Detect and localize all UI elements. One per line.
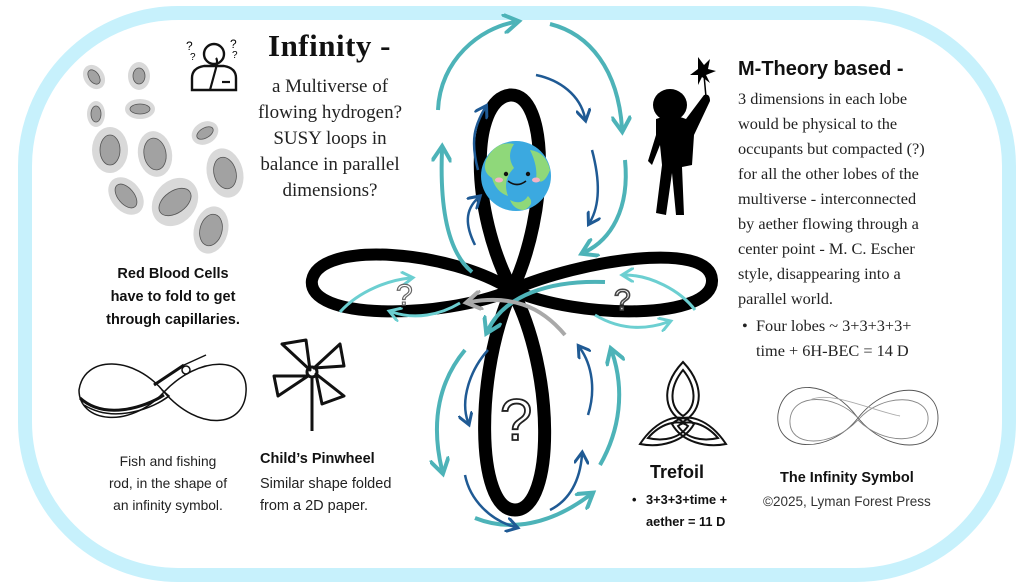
m-theory-bullet: • Four lobes ~ 3+3+3+3+ time + 6H-BEC = …	[742, 313, 986, 363]
fish-and-rod-infinity-icon	[78, 354, 247, 422]
caption-line: Red Blood Cells	[117, 266, 229, 282]
body-line: center point - M. C. Escher	[738, 239, 915, 258]
pinwheel-title: Child’s Pinwheel	[260, 451, 375, 467]
infinity-ribbon-icon	[777, 387, 939, 446]
copyright-text: 2025, Lyman Forest Press	[772, 494, 931, 509]
bullet-dot: •	[742, 316, 748, 335]
question-mark-icon: ?	[614, 284, 631, 317]
body-line: style, disappearing into a	[738, 264, 901, 283]
trefoil-bullet: • 3+3+3+time + aether = 11 D	[632, 489, 727, 533]
body-line: would be physical to the	[738, 114, 898, 133]
body-line: Similar shape folded	[260, 476, 392, 492]
question-mark-icon: ?	[396, 279, 413, 312]
body-line: by aether flowing through a	[738, 214, 919, 233]
question-mark-icon: ?	[500, 388, 532, 453]
bullet-line: 3+3+3+time +	[646, 492, 728, 507]
caption-line: rod, in the shape of	[108, 476, 228, 491]
subtitle-line: a Multiverse of	[271, 76, 389, 97]
body-line: for all the other lobes of the	[738, 164, 919, 183]
caption-line: Fish and fishing	[119, 454, 217, 469]
earth-smiley-icon	[481, 141, 551, 211]
body-line: from a 2D paper.	[260, 498, 368, 514]
child-with-pinwheel-silhouette	[648, 57, 716, 215]
svg-text:?: ?	[186, 39, 193, 53]
subtitle-line: SUSY loops in	[273, 128, 387, 149]
subtitle-line: balance in parallel	[260, 154, 400, 175]
copyright-icon: ©	[763, 494, 773, 509]
caption-line: through capillaries.	[106, 312, 240, 328]
trefoil-title: Trefoil	[650, 462, 705, 482]
four-lobe-infinity-diagram: ? ? ?	[305, 10, 718, 530]
svg-text:?: ?	[230, 37, 237, 51]
thinking-person-icon: ? ? ? ?	[186, 37, 238, 92]
subtitle-line: dimensions?	[282, 180, 378, 201]
subtitle-line: flowing hydrogen?	[257, 102, 403, 123]
trefoil-knot-icon	[638, 360, 728, 447]
svg-text:?: ?	[190, 52, 196, 63]
body-line: multiverse - interconnected	[738, 189, 917, 208]
m-theory-heading: M-Theory based -	[738, 58, 904, 80]
body-line: occupants but compacted (?)	[738, 139, 925, 158]
body-line: 3 dimensions in each lobe	[738, 89, 908, 108]
bullet-line: aether = 11 D	[646, 514, 726, 529]
body-line: parallel world.	[738, 289, 833, 308]
m-theory-body: 3 dimensions in each lobe would be physi…	[738, 86, 978, 311]
pinwheel-body: Similar shape folded from a 2D paper.	[260, 473, 430, 517]
infinity-symbol-title: The Infinity Symbol	[780, 470, 914, 486]
page-title: Infinity -	[268, 28, 391, 63]
red-blood-cells-icon	[82, 62, 244, 254]
caption-line: have to fold to get	[110, 289, 236, 305]
bullet-line: time + 6H-BEC = 14 D	[756, 341, 909, 360]
caption-line: an infinity symbol.	[113, 498, 223, 513]
bullet-line: Four lobes ~ 3+3+3+3+	[756, 316, 912, 335]
copyright-line: ©2025, Lyman Forest Press	[763, 494, 931, 509]
svg-text:?: ?	[232, 50, 238, 61]
fish-caption: Fish and fishing rod, in the shape of an…	[88, 451, 248, 517]
red-blood-cells-caption: Red Blood Cells have to fold to get thro…	[78, 263, 268, 332]
pinwheel-icon	[272, 338, 346, 431]
bullet-dot: •	[632, 492, 637, 507]
subtitle: a Multiverse of flowing hydrogen? SUSY l…	[250, 74, 410, 204]
